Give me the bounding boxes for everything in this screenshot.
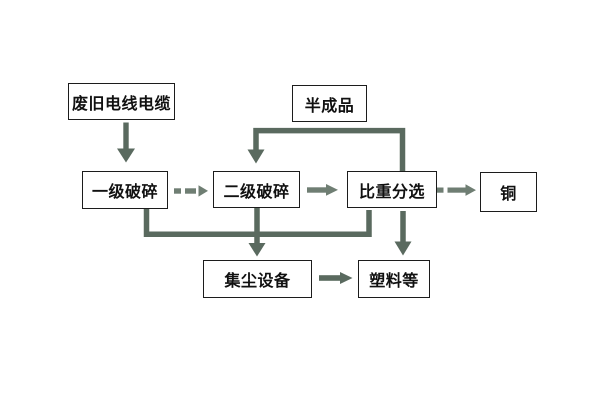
arrow-dust-to-plastics (319, 272, 353, 284)
arrow-gravity-to-copper (437, 184, 476, 196)
arrow-gravity-to-plastics (394, 211, 412, 256)
node-copper: 铜 (480, 172, 537, 212)
arrow-waste-to-primary-crushing (117, 122, 135, 163)
node-gravity-separation: 比重分选 (347, 171, 437, 208)
node-primary-crushing: 一级破碎 (82, 171, 168, 209)
node-dust-collector: 集尘设备 (203, 260, 312, 298)
arrow-secondary-to-gravity (307, 184, 338, 196)
node-plastics-etc: 塑料等 (358, 260, 430, 298)
dust-bus-arrow-to-dust-collector (143, 208, 372, 257)
node-waste-cable: 废旧电线电缆 (68, 83, 175, 120)
feedback-arrow-gravity-to-secondary (247, 127, 406, 171)
node-semi-finished: 半成品 (292, 85, 367, 122)
node-secondary-crushing: 二级破碎 (213, 171, 300, 208)
arrow-primary-to-secondary (174, 185, 208, 197)
